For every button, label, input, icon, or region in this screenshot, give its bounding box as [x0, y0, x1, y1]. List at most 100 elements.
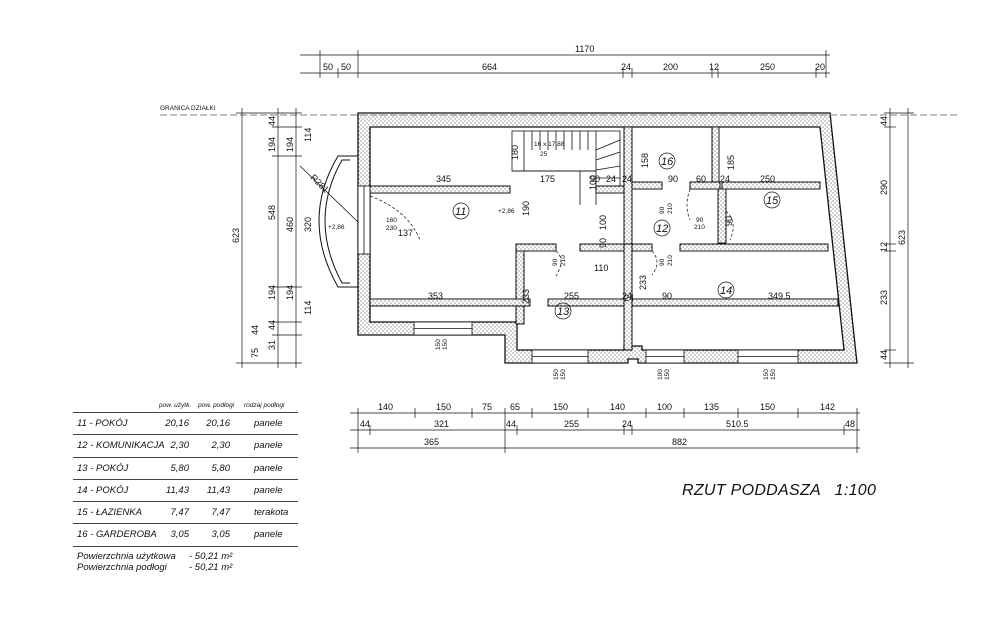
opening-label-11: 150: [435, 339, 442, 350]
opening-label-14: 150: [560, 369, 567, 380]
bottom-row1-dim-6: 140: [610, 402, 625, 412]
top-dim-8: 20: [815, 62, 825, 72]
opening-label-4: 210: [560, 255, 567, 266]
window-openings: [357, 185, 799, 364]
top-dimension-lines: [300, 50, 830, 78]
bottom-row2-dim-2: 321: [434, 419, 449, 429]
legend-room-usable-area: 11,43: [165, 484, 189, 496]
inner-dim-190: 190: [521, 201, 531, 216]
room-16-number: 16: [661, 156, 674, 168]
inner-dim-233a: 233: [521, 289, 531, 304]
inner-dim-158: 158: [640, 153, 650, 168]
top-dim-3: 664: [482, 62, 497, 72]
legend-total-usable-label: Powierzchnia użytkowa: [77, 550, 176, 562]
opening-label-8: 210: [667, 203, 674, 214]
legend-room-name: 15 - ŁAZIENKA: [77, 507, 142, 519]
room-12-number: 12: [656, 223, 668, 235]
left-col4-dim-2: 320: [303, 217, 313, 232]
opening-label-6: 210: [667, 255, 674, 266]
bottom-row1-dim-5: 150: [553, 402, 568, 412]
bottom-row1-dim-3: 75: [482, 402, 492, 412]
top-dim-1: 50: [323, 62, 333, 72]
room-13-number: 13: [557, 306, 570, 318]
inner-dim-90e: 90: [598, 238, 608, 248]
legend-total-floor: Powierzchnia podłogi - 50,21 m²: [73, 562, 298, 573]
right-dimension-lines: [884, 108, 914, 368]
left-col1-dim-2: 44: [250, 325, 260, 335]
top-dim-6: 12: [709, 62, 719, 72]
room-number-markers: [452, 152, 781, 320]
bay-radius-label: R281: [309, 172, 331, 194]
legend-row: 14 - POKÓJ 11,43 11,43 panele: [73, 478, 298, 501]
bottom-dimension-lines: [350, 408, 860, 453]
opening-label-3: 90: [552, 258, 559, 266]
bottom-row3-dim-1: 365: [424, 437, 439, 447]
legend-row: 16 - GARDEROBA 3,05 3,05 panele: [73, 523, 298, 547]
right-dim-5: 44: [879, 350, 889, 360]
inner-dim-185: 185: [726, 155, 736, 170]
legend-room-name: 12 - KOMUNIKACJA: [77, 440, 165, 452]
stair-step-sub: 25: [540, 151, 548, 158]
legend-room-floor-area: 5,80: [211, 462, 231, 474]
inner-dim-24a: 24: [622, 174, 632, 184]
legend-room-usable-area: 2,30: [170, 440, 190, 452]
right-dim-1: 44: [879, 116, 889, 126]
right-dim-4: 233: [879, 290, 889, 305]
opening-label-17: 150: [763, 369, 770, 380]
opening-label-12: 150: [442, 339, 449, 350]
legend-header-type: rodzaj podłogi: [244, 402, 285, 409]
legend-room-floor-type: terakota: [254, 507, 289, 519]
legend-room-name: 13 - POKÓJ: [77, 462, 129, 474]
bottom-row1-dim-9: 150: [760, 402, 775, 412]
inner-dim-345: 345: [436, 174, 451, 184]
left-col4-dim-1: 114: [303, 128, 313, 142]
inner-dim-110: 110: [594, 263, 608, 273]
inner-dim-100: 100: [598, 215, 608, 230]
left-col3-dim-2: 460: [285, 217, 295, 232]
legend-header-floor: pow. podłogi: [198, 402, 235, 409]
bottom-row1-dim-4: 65: [510, 402, 520, 412]
legend-room-floor-area: 2,30: [211, 440, 231, 452]
left-col3-dim-3: 194: [285, 285, 295, 300]
legend-room-name: 14 - POKÓJ: [77, 484, 129, 496]
room-11-number: 11: [455, 206, 466, 218]
legend-room-floor-area: 7,47: [211, 507, 231, 519]
inner-dim-175: 175: [540, 174, 555, 184]
legend-row: 11 - POKÓJ 20,16 20,16 panele: [73, 412, 298, 434]
inner-dim-60: 60: [696, 174, 706, 184]
legend-room-name: 16 - GARDEROBA: [77, 529, 157, 541]
legend-room-floor-type: panele: [254, 462, 283, 474]
inner-dim-100b: 100: [588, 175, 598, 190]
room-15-number: 15: [766, 195, 779, 207]
left-col2-dim-4: 194: [267, 285, 277, 300]
legend-total-floor-value: - 50,21 m²: [189, 561, 233, 573]
right-dim-3: 12: [879, 242, 889, 252]
right-dim-2: 290: [879, 180, 889, 195]
top-dim-7: 250: [760, 62, 775, 72]
left-dimension-lines: [236, 108, 302, 368]
legend-row: 13 - POKÓJ 5,80 5,80 panele: [73, 456, 298, 479]
bottom-row1-dim-10: 142: [820, 402, 835, 412]
top-total-dim: 1170: [575, 44, 594, 54]
top-dim-5: 200: [663, 62, 678, 72]
left-col2-dim-3: 548: [267, 205, 277, 220]
inner-dim-24d: 24: [622, 291, 632, 301]
opening-label-13: 150: [553, 369, 560, 380]
staircase: [511, 130, 621, 205]
legend-room-floor-area: 20,16: [206, 418, 230, 429]
left-col2-dim-2: 194: [267, 137, 277, 152]
bottom-row2-dim-4: 255: [564, 419, 579, 429]
inner-dim-90a: 90: [668, 174, 678, 184]
left-col1-dim-1: 75: [250, 348, 260, 358]
inner-dim-137: 137: [398, 228, 413, 238]
bottom-row1-dim-7: 100: [657, 402, 672, 412]
opening-label-5: 90: [659, 258, 666, 266]
opening-label-16: 150: [664, 369, 671, 380]
legend-header: pow. użytk. pow. podłogi rodzaj podłogi: [73, 398, 298, 412]
legend-room-floor-type: panele: [254, 484, 283, 496]
left-col2-dim-6: 31: [267, 340, 277, 350]
inner-dim-233b: 233: [638, 275, 648, 290]
inner-dim-24c: 24: [606, 174, 616, 184]
opening-label-18: 150: [770, 369, 777, 380]
opening-label-7: 90: [659, 206, 666, 214]
